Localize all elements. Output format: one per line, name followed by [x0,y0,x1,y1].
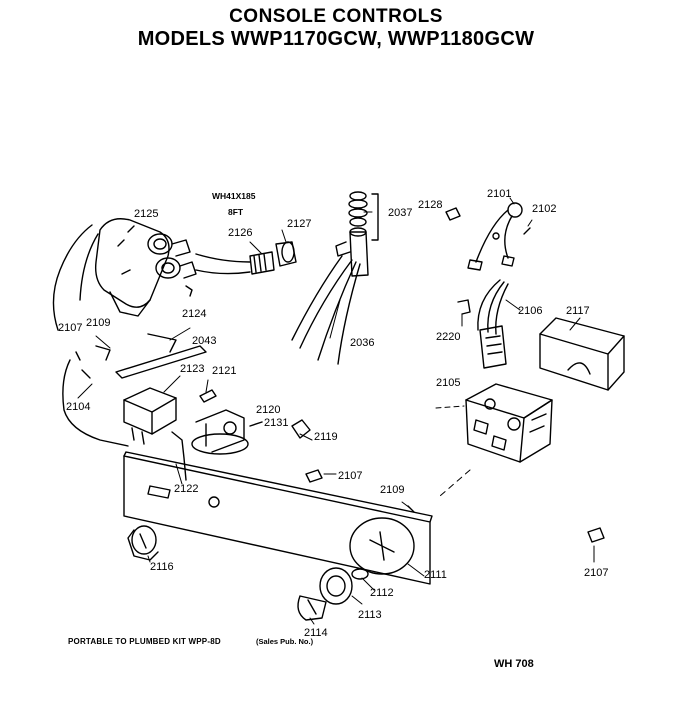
callout-2113: 2113 [358,609,382,621]
wire-harness-2106 [477,279,509,369]
callout-2109-mid: 2109 [380,484,404,496]
clip-2107-mid [305,469,323,483]
callout-2124: 2124 [182,308,206,320]
callout-2107-mid: 2107 [338,470,362,482]
callout-2116: 2116 [150,561,174,573]
knob-assembly [297,567,369,621]
callout-2119: 2119 [314,431,338,443]
knob-2116 [127,525,159,561]
thermistor-harness [467,202,531,271]
clip-2128 [445,207,461,221]
callout-2107-left: 2107 [58,322,82,334]
wiring-bracket-2043 [62,333,207,447]
callout-2106: 2106 [518,305,542,317]
callout-2111: 2111 [424,569,447,581]
sales-pub-note: (Sales Pub. No.) [256,637,314,646]
callout-2117: 2117 [566,305,590,317]
callout-2043: 2043 [192,335,216,347]
control-panel-2111 [123,451,433,585]
cover-2117 [539,317,625,391]
vent-fitting-stack [335,191,379,277]
clip-2121 [199,389,217,403]
callout-2114: 2114 [304,627,328,639]
screw-2124 [185,285,193,297]
cord-part-label: WH41X185 [212,191,256,201]
leader-lines [77,197,595,625]
timer-2105 [465,383,553,463]
callout-2102: 2102 [532,203,556,215]
callout-2127: 2127 [287,218,311,230]
cord-length-label: 8FT [228,207,244,217]
callout-2101: 2101 [487,188,511,200]
callout-2112: 2112 [370,587,394,599]
callout-2131: 2131 [264,417,288,429]
callout-2037: 2037 [388,207,412,219]
kit-note: PORTABLE TO PLUMBED KIT WPP-8D [68,637,221,646]
callout-labels: WH41X185 8FT 2125 2126 2127 2037 2128 21… [58,188,608,639]
callout-2121: 2121 [212,365,236,377]
reference-code: WH 708 [494,658,534,670]
fill-hose [195,241,297,275]
callout-2220: 2220 [436,331,460,343]
callout-2123: 2123 [180,363,204,375]
callout-2125: 2125 [134,208,158,220]
callout-2105: 2105 [436,377,460,389]
page-title: CONSOLE CONTROLS [229,6,443,27]
callout-2122: 2122 [174,483,198,495]
callout-2107-right: 2107 [584,567,608,579]
callout-2126: 2126 [228,227,252,239]
callout-2120: 2120 [256,404,280,416]
callout-2036: 2036 [350,337,374,349]
bracket-2119 [291,419,311,439]
clip-2220 [457,299,471,315]
callout-2128: 2128 [418,199,442,211]
callout-2109-left: 2109 [86,317,110,329]
tubing-2036 [291,255,361,365]
callout-2104: 2104 [66,401,90,413]
clip-2107-right [587,527,605,543]
switch-2123 [123,387,177,445]
water-valve-assembly [52,218,197,331]
pressure-switch-2120 [191,409,263,455]
models-subtitle: MODELS WWP1170GCW, WWP1180GCW [137,28,535,50]
